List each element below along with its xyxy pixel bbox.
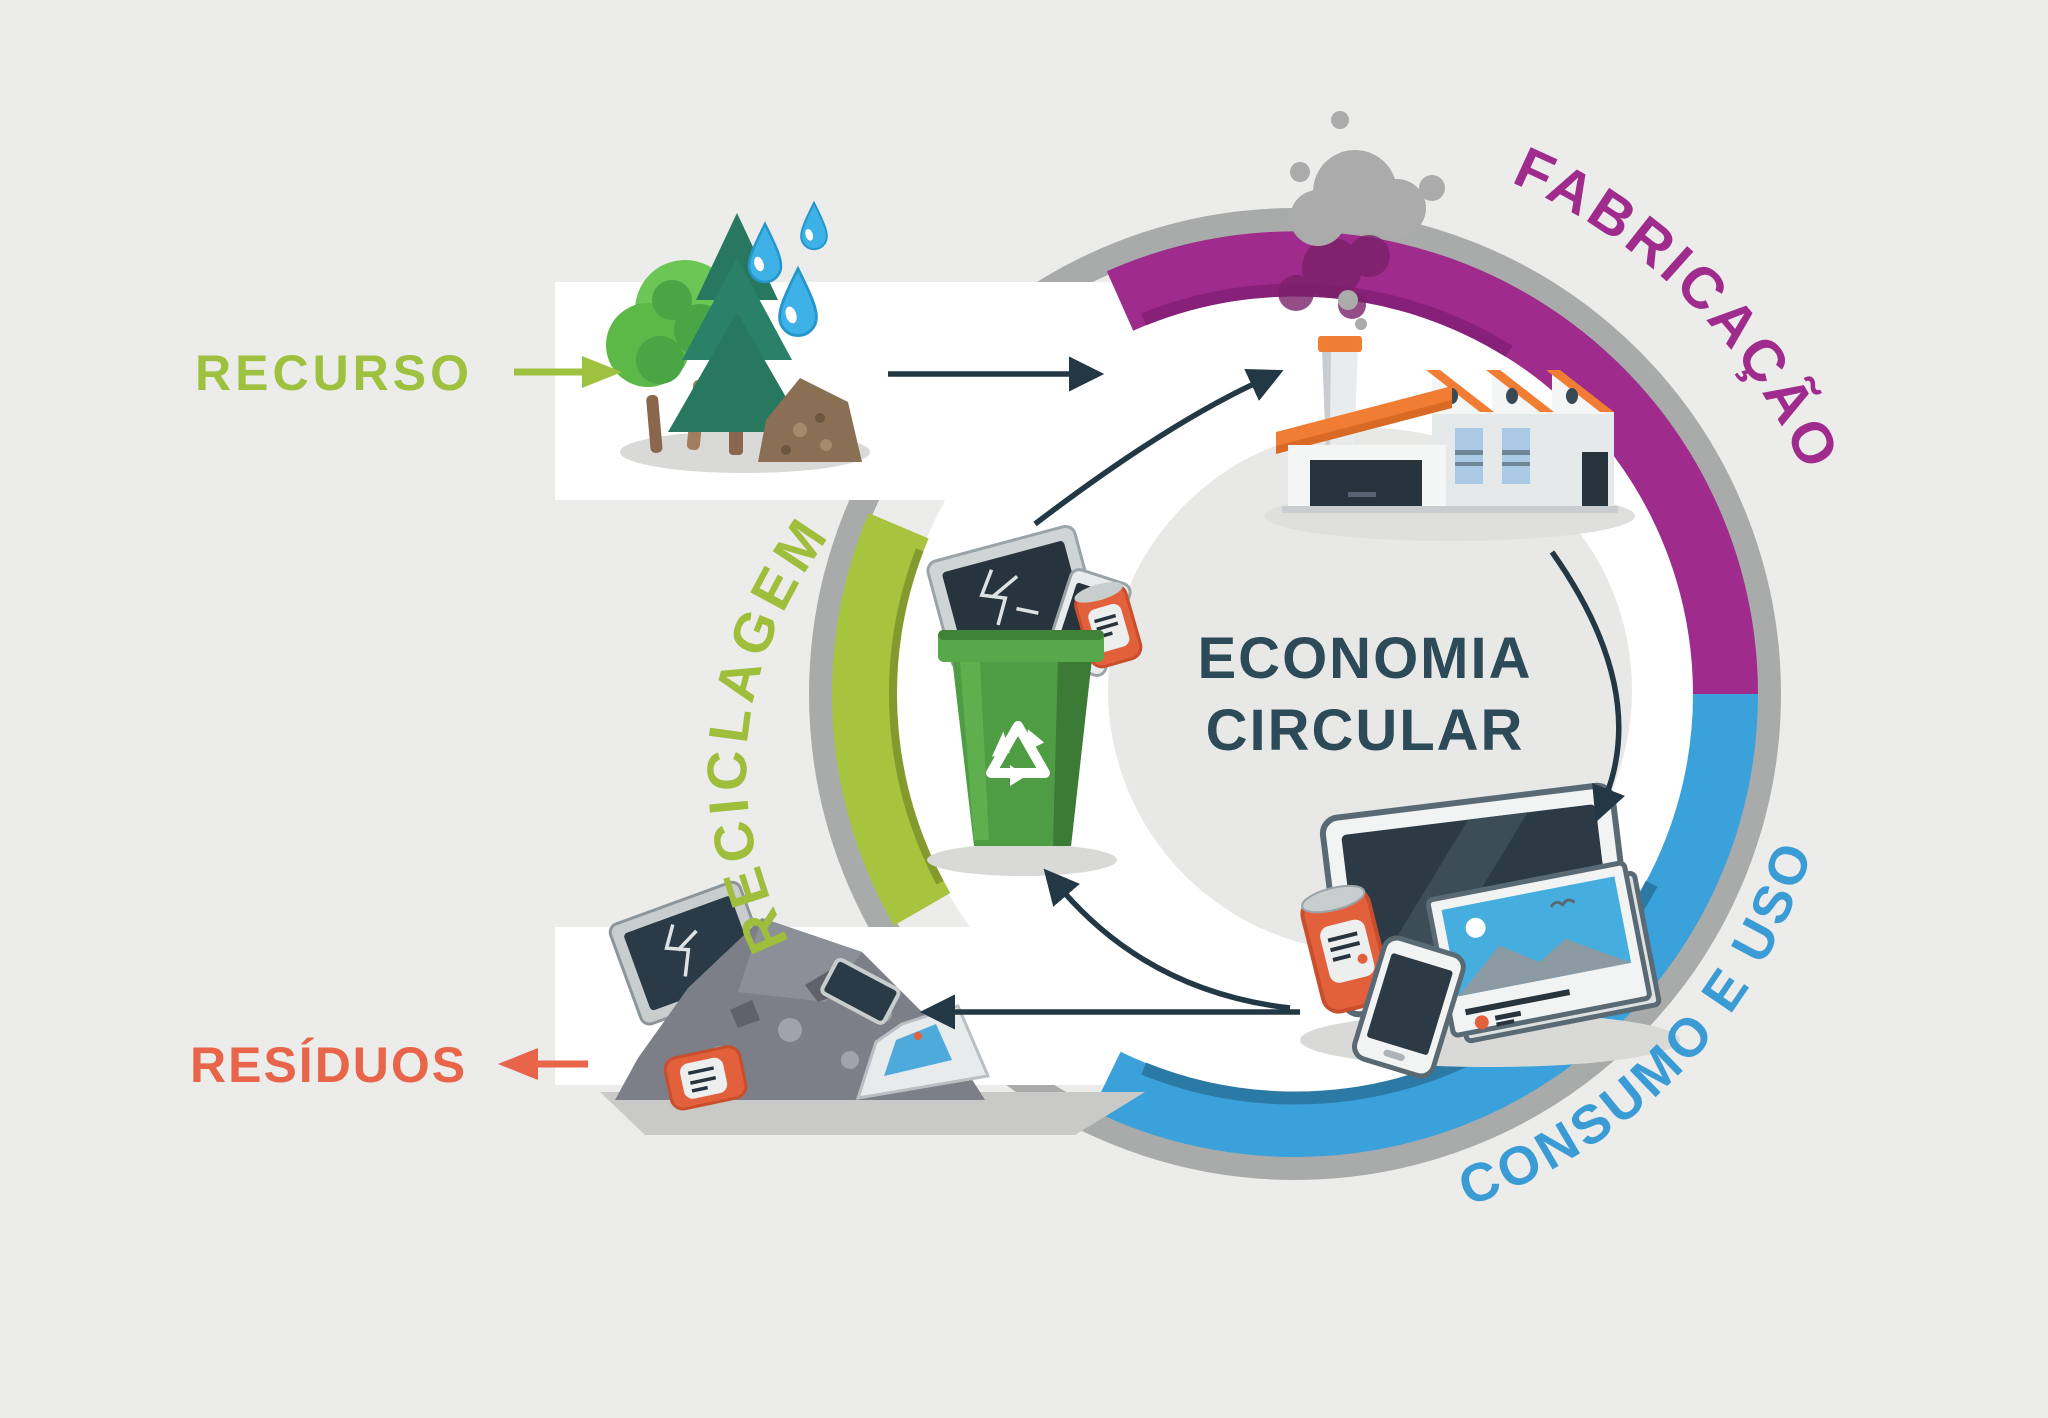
smoke-icon xyxy=(1290,111,1445,330)
recurso-label: RECURSO xyxy=(195,345,473,401)
center-title-line1: ECONOMIA xyxy=(1198,626,1533,691)
smartphone-icon xyxy=(1352,935,1466,1079)
ground-shadow xyxy=(600,1092,1145,1135)
recycling-illustration xyxy=(926,524,1143,876)
resources-illustration xyxy=(606,200,870,473)
ore-pile-icon xyxy=(758,378,862,462)
flow-arrow-recycling-to-factory xyxy=(1033,368,1284,527)
factory-illustration xyxy=(1265,111,1635,541)
ground-shadow xyxy=(927,844,1117,876)
center-title-line2: CIRCULAR xyxy=(1206,698,1525,763)
pine-tree-icon xyxy=(668,213,806,455)
waste-illustration xyxy=(600,880,1145,1135)
crumpled-paper-icon xyxy=(855,1004,991,1100)
magazine-icon xyxy=(1425,860,1662,1044)
recycle-bin-icon xyxy=(938,630,1104,846)
factory-icon xyxy=(1276,336,1618,513)
devices-illustration xyxy=(1300,782,1680,1079)
residuos-label: RESÍDUOS xyxy=(190,1037,467,1093)
reciclagem-arc xyxy=(832,513,951,926)
flow-arrow-devices-to-recycling xyxy=(1043,868,1291,1011)
soda-can-icon xyxy=(1300,884,1392,1014)
residuos-arrow-icon xyxy=(498,1048,588,1080)
flow-arrows xyxy=(888,356,1625,1030)
flow-arrow-factory-to-devices xyxy=(1549,550,1625,823)
smartphone-icon xyxy=(820,957,901,1025)
crushed-can-icon xyxy=(663,1045,748,1111)
recycle-symbol-icon xyxy=(986,721,1050,786)
smoke-shadow xyxy=(1278,235,1390,319)
water-drops-icon xyxy=(747,200,828,337)
recurso-arrow-icon xyxy=(514,356,622,388)
